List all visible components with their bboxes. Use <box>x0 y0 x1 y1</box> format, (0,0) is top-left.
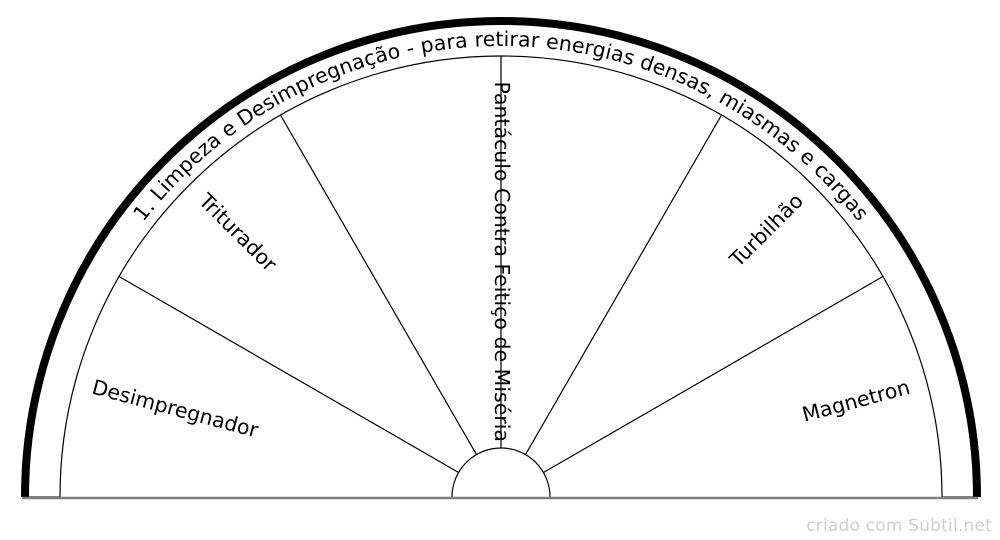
outer-arc-ring <box>21 17 981 498</box>
sector-label-magnetron: Magnetron <box>800 375 913 427</box>
center-sector-label: Pantáculo Contra Feitiço de Miséria <box>490 81 514 442</box>
footer-credit: criado com Subtil.net <box>806 516 992 536</box>
sector-divider-60 <box>524 114 723 455</box>
sector-label-desimpregnador: Desimpregnador <box>90 375 262 443</box>
center-hub <box>451 447 551 498</box>
sector-divider-120 <box>279 114 478 455</box>
sector-divider-150 <box>118 275 459 474</box>
sector-divider-30 <box>543 275 884 474</box>
sector-label-turbilh-o: Turbilhão <box>724 189 808 273</box>
sector-dividers <box>118 56 884 474</box>
sector-label-triturador: Triturador <box>193 188 282 277</box>
